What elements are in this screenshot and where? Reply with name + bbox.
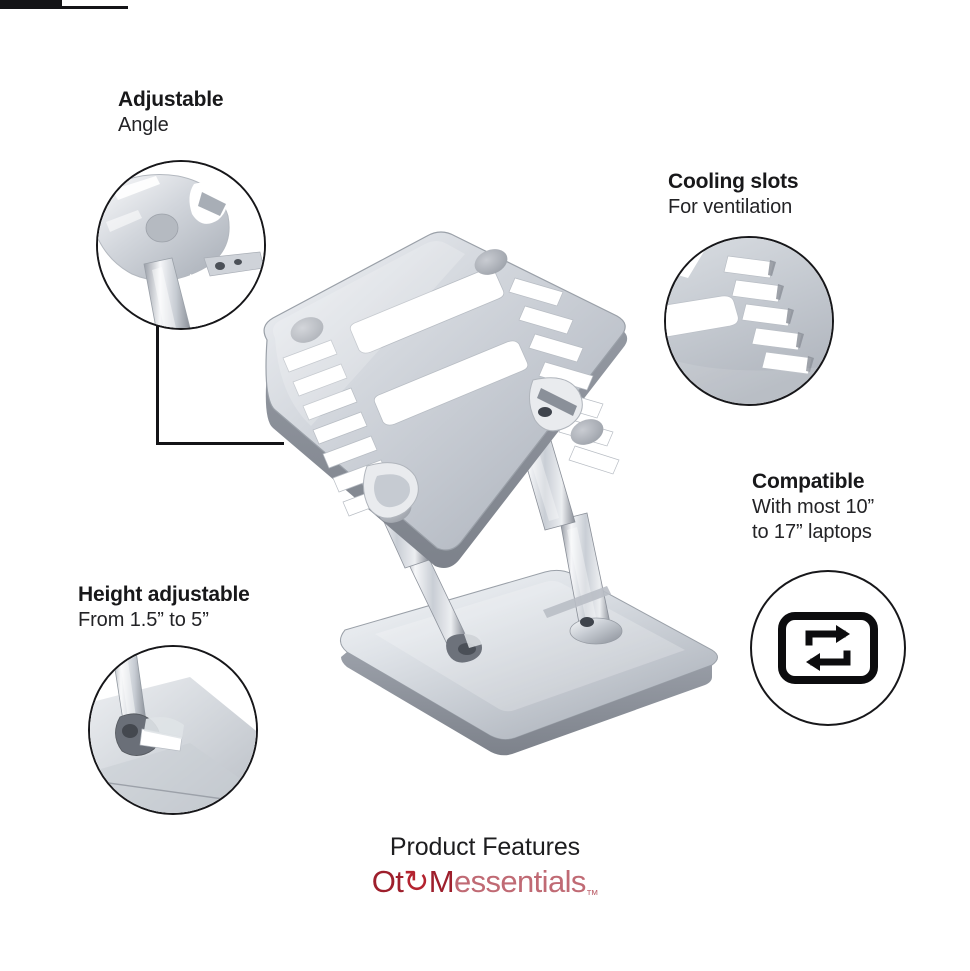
brand-trademark: ™ bbox=[585, 887, 599, 903]
callout-title-compatible: Compatible bbox=[752, 470, 865, 493]
brand-m: M bbox=[428, 864, 455, 900]
product-illustration bbox=[263, 231, 718, 756]
stand-top-plate bbox=[263, 231, 628, 568]
leader-line-compatible bbox=[0, 3, 62, 6]
callout-cooling-slots: Cooling slots For ventilation bbox=[668, 170, 799, 220]
stand-front-leg bbox=[543, 512, 623, 645]
brand-swash-icon: ↻ bbox=[403, 864, 429, 900]
callout-height-adjustable: Height adjustable From 1.5” to 5” bbox=[78, 583, 250, 633]
footer: Product Features Ot↻Messentials™ bbox=[0, 832, 970, 903]
callout-adjustable-angle: Adjustable Angle bbox=[118, 88, 224, 138]
brand-essentials: essentials bbox=[453, 864, 586, 900]
lens-adjustable-angle bbox=[96, 160, 266, 330]
callout-sub-compatible-1: With most 10” bbox=[752, 495, 875, 518]
callout-sub-cooling: For ventilation bbox=[668, 195, 793, 218]
callout-title-height: Height adjustable bbox=[78, 583, 250, 606]
callout-sub-height: From 1.5” to 5” bbox=[78, 608, 209, 631]
top-plate-hinge-knuckles bbox=[363, 377, 583, 519]
lens-compatible-icon bbox=[750, 570, 906, 726]
lens-height-adjustable bbox=[88, 645, 258, 815]
callout-title-adjustable: Adjustable bbox=[118, 88, 224, 111]
brand-otm: Ot bbox=[371, 864, 404, 900]
callout-title-cooling: Cooling slots bbox=[668, 170, 799, 193]
callout-sub-adjustable: Angle bbox=[118, 113, 169, 136]
callout-compatible: Compatible With most 10” to 17” laptops bbox=[752, 470, 874, 545]
callout-sub-compatible-2: to 17” laptops bbox=[752, 520, 872, 543]
lens-cooling-slots bbox=[664, 236, 834, 406]
leader-line-adjustable bbox=[156, 305, 286, 445]
stand-base bbox=[340, 569, 718, 756]
brand-logo: Ot↻Messentials™ bbox=[0, 865, 970, 902]
leader-line-cooling bbox=[0, 0, 62, 3]
laptop-repeat-icon bbox=[778, 612, 878, 684]
leader-line-height bbox=[0, 6, 128, 9]
product-features-label: Product Features bbox=[389, 833, 581, 861]
